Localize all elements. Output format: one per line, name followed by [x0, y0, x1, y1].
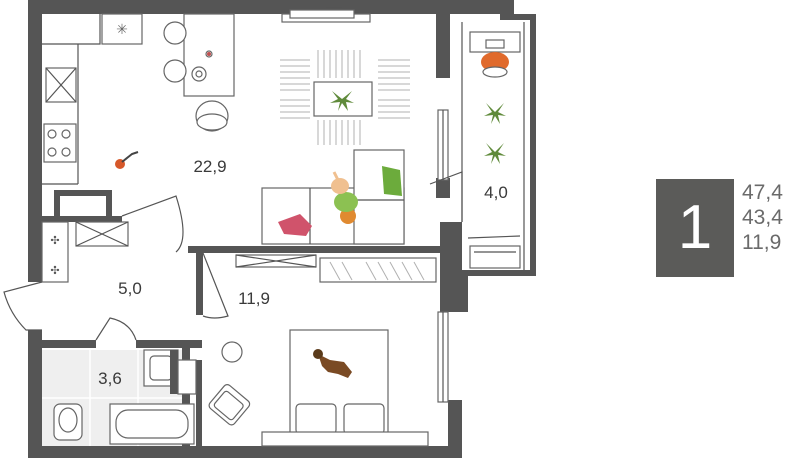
loggia	[429, 22, 525, 270]
table-plant-icon	[330, 91, 354, 111]
person-icon	[331, 171, 358, 224]
bathroom	[53, 349, 197, 445]
svg-text:✣: ✣	[50, 234, 59, 247]
room-area-loggia: 4,0	[484, 183, 508, 202]
room-area-hall: 5,0	[118, 279, 142, 298]
exterior-walls	[28, 0, 536, 458]
hall: ✣ ✣	[3, 195, 229, 341]
room-count: 1	[677, 193, 713, 262]
living-area: 43,4	[742, 206, 783, 229]
floor-plan: ✳	[3, 0, 536, 458]
room-area-living-kitchen: 22,9	[193, 157, 226, 176]
total-area: 47,4	[742, 181, 783, 204]
interior-walls	[42, 190, 440, 446]
bedroom	[208, 254, 437, 447]
living-furniture	[261, 7, 410, 245]
area-summary: 47,4 43,4 11,9	[742, 180, 783, 255]
room-area-bathroom: 3,6	[98, 369, 122, 388]
kitchen-area: 11,9	[742, 231, 782, 254]
room-count-badge: 1	[656, 179, 734, 277]
kitchen: ✳	[42, 13, 235, 185]
room-area-bedroom: 11,9	[238, 289, 270, 308]
armchair-icon	[208, 384, 251, 426]
dog-icon	[313, 349, 352, 378]
svg-text:✳: ✳	[116, 22, 128, 38]
svg-text:✣: ✣	[50, 264, 59, 277]
rug	[280, 50, 410, 145]
